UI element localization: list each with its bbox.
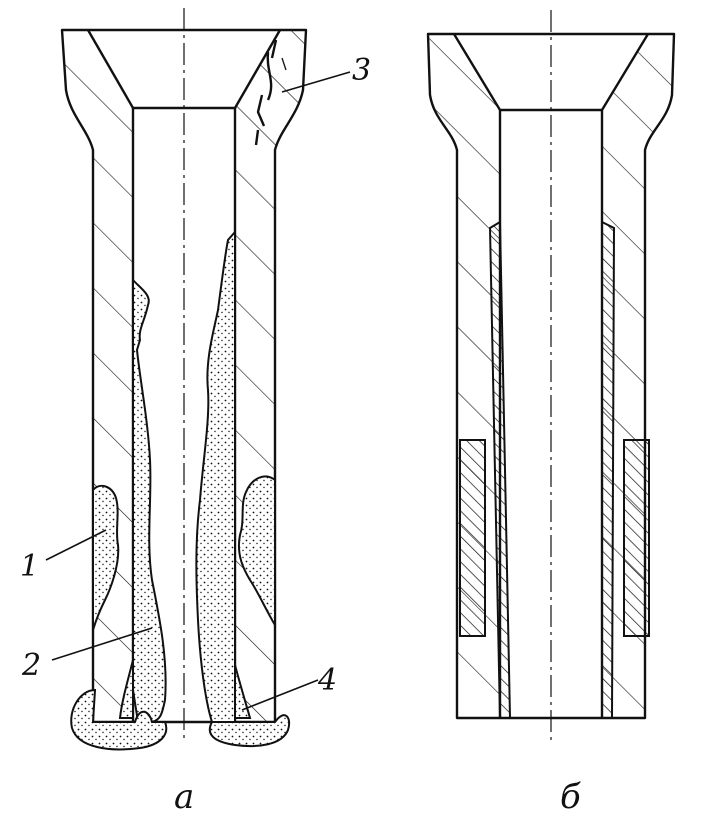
callout-4: 4 xyxy=(317,663,337,698)
callout-1: 1 xyxy=(20,549,39,584)
figure-a-deposit-outer-right xyxy=(238,475,276,629)
figure-a-deposit-left-inner xyxy=(132,277,167,723)
figure-a-erosion-left xyxy=(118,659,134,719)
figure-a-deposit-outer-left xyxy=(92,484,120,631)
figure-b-block-right xyxy=(623,439,650,637)
figure-b-caption: б xyxy=(560,777,581,817)
figure-b-outline xyxy=(426,32,676,720)
figure-b-liner-left xyxy=(488,220,512,719)
figure-a-deposit-right-inner xyxy=(195,229,236,723)
figure-b-liner-right xyxy=(601,220,616,719)
figure-b: б xyxy=(426,10,676,817)
figure-a-deposit-outflow-right xyxy=(208,714,291,748)
figure-a: 1 2 3 4 а xyxy=(20,8,371,817)
figure-a-caption: а xyxy=(174,777,194,817)
figure-b-block-left xyxy=(459,439,486,637)
figure-b-right-wall xyxy=(602,34,674,718)
figure-a-cracks xyxy=(254,39,287,146)
callout-3: 3 xyxy=(352,53,371,88)
figure-a-erosion-right xyxy=(234,664,252,719)
figure-a-deposit-outflow-left xyxy=(70,688,168,751)
callout-2: 2 xyxy=(21,648,41,683)
